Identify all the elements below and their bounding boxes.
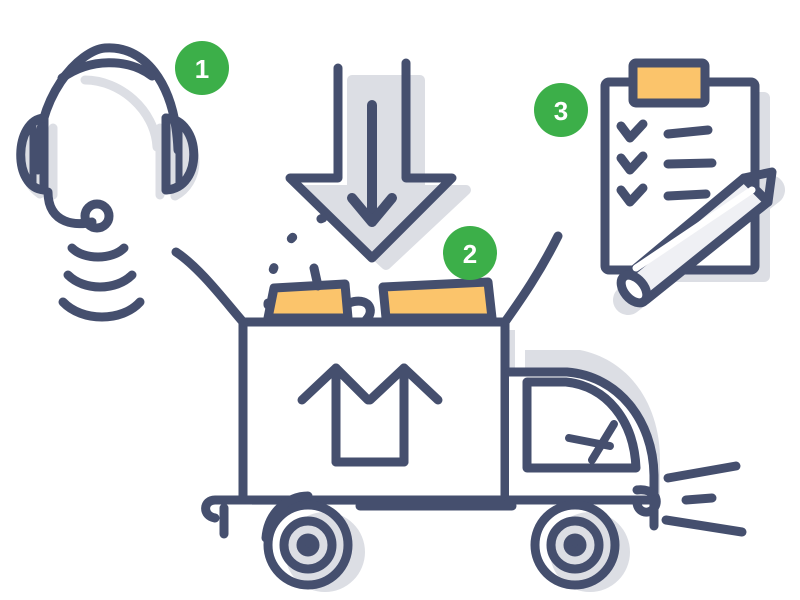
truck-flap-left [171,247,248,327]
step-badge-2-circle[interactable] [443,226,497,280]
headset-icon [16,43,199,322]
truck-front-wheel-hub [563,533,587,557]
headset-mic-capsule [80,199,114,233]
truck-rear-fender [261,491,313,543]
truck-cargo-body [238,317,510,505]
down-arrow-outline [285,58,457,263]
step-badges: 1 2 3 [175,41,588,280]
delivery-truck-icon [171,231,747,590]
step-badge-3[interactable]: 3 [534,83,588,137]
pencil-tip [739,167,777,207]
clipboard-line-3 [663,189,711,201]
clipboard-line-2 [663,158,717,169]
step-badge-1[interactable]: 1 [175,41,229,95]
clipboard-check-2 [616,151,648,175]
truck-front-wheel-inner [546,516,604,574]
packages-group [263,263,497,325]
pencil-eraser-end [616,270,652,308]
truck-flap-right [500,231,563,327]
clipboard-line-1 [663,125,713,139]
down-arrow-icon [285,58,457,263]
headset-sound-wave-3 [58,297,145,322]
step-badge-1-label: 1 [195,54,209,84]
down-arrow-inner-head [347,193,397,227]
headset-sound-wave-2 [63,270,137,292]
truck-front-wheel-outer [530,500,620,590]
truck-rear-hitch [201,495,248,523]
package-left-tape [309,263,323,291]
truck-rear-wheel-hub [296,533,320,557]
step-badge-3-label: 3 [554,96,568,126]
step-badge-2-label: 2 [463,239,477,269]
headset-headband-top [57,58,157,83]
pencil-crease [632,186,756,272]
step-badge-3-circle[interactable] [534,83,588,137]
clipboard-check-3 [616,183,648,207]
headset-sound-wave-1 [67,243,129,262]
truck-windshield [522,377,641,473]
step-badge-2[interactable]: 2 [443,226,497,280]
clipboard-check-1 [616,119,648,143]
step-badge-1-circle[interactable] [175,41,229,95]
headset-headband [33,43,183,175]
truck-rear-wheel-inner [279,516,337,574]
truck-speed-line-2 [681,493,717,505]
motion-dashed-arc [263,207,353,310]
package-right [378,277,497,323]
clipboard-checklist-icon [600,58,777,308]
truck-rear-wheel-outer [263,500,353,590]
truck-speed-line-1 [663,461,741,483]
truck-speed-line-3 [661,515,747,537]
truck-wiper-blade [565,434,614,450]
package-left-handle [344,296,375,325]
clipboard-clip [628,58,710,108]
pencil-icon [616,167,777,308]
package-left [263,279,353,323]
